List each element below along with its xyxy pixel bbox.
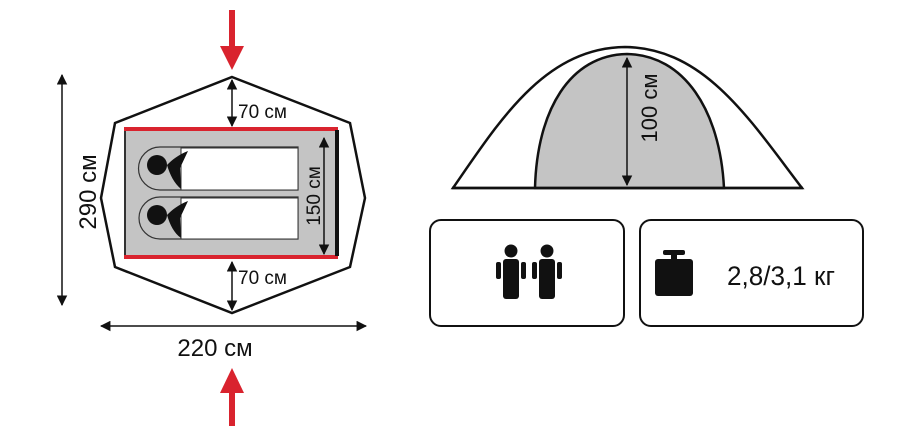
sleeping-bag	[138, 196, 299, 240]
inner-width-label: 150 см	[304, 166, 325, 226]
sleeping-bag	[137, 146, 299, 191]
width-label: 220 см	[177, 335, 252, 362]
weight-icon	[655, 250, 693, 296]
height-label: 100 см	[637, 74, 662, 143]
entrance-arrow-bottom	[220, 368, 244, 426]
two-persons-icon	[496, 244, 562, 299]
capacity-box	[429, 219, 625, 327]
weight-box	[639, 219, 864, 327]
entrance-arrow-top	[220, 10, 244, 70]
vestibule-back-label: 70 см	[238, 268, 287, 289]
length-label: 290 см	[75, 154, 102, 229]
weight-label: 2,8/3,1 кг	[727, 261, 835, 291]
vestibule-front-label: 70 см	[238, 102, 287, 123]
